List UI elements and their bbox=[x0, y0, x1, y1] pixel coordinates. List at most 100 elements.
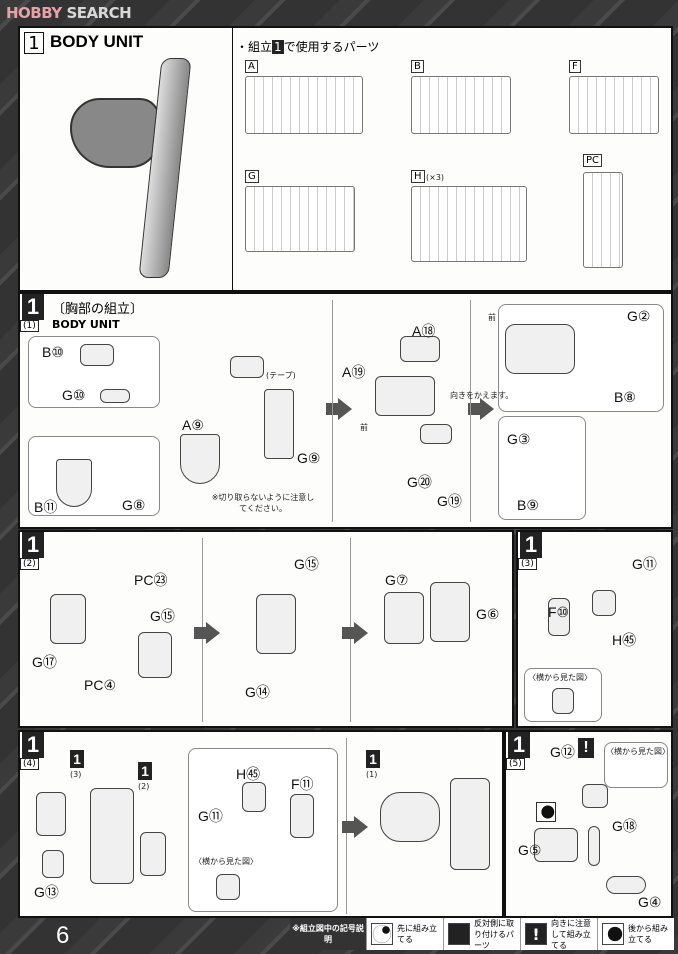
side-view-label: 〈横から見た図〉 bbox=[528, 673, 592, 682]
part-label: F⑩ bbox=[548, 604, 570, 620]
detail-box bbox=[188, 748, 338, 912]
next-arrow-icon bbox=[342, 816, 368, 838]
step-number: 1 bbox=[24, 32, 44, 54]
part-label: G⑪ bbox=[198, 808, 223, 824]
detail-box bbox=[28, 436, 160, 516]
front-label: 前 bbox=[488, 313, 496, 322]
side-view-box bbox=[604, 742, 668, 788]
legend-text: 向きに注意して組み立てる bbox=[551, 918, 591, 950]
part-drawing bbox=[400, 336, 440, 362]
front-label: 前 bbox=[360, 423, 368, 432]
step-1-3-panel: 1 (3) 〈横から見た図〉 G⑪ F⑩ H㊺ bbox=[516, 530, 673, 728]
part-drawing bbox=[450, 778, 490, 870]
legend-text: 後から組み立てる bbox=[628, 924, 668, 944]
part-label: G② bbox=[627, 308, 651, 324]
part-drawing bbox=[548, 598, 570, 636]
step-title: 〔胸部の組立〕 bbox=[52, 302, 144, 317]
part-label: H㊺ bbox=[612, 632, 637, 648]
part-drawing bbox=[242, 782, 266, 812]
legend-item: 反対側に取り付けるパーツ bbox=[443, 918, 520, 950]
part-drawing bbox=[588, 826, 600, 866]
runner-b bbox=[411, 76, 511, 134]
part-drawing bbox=[230, 356, 264, 378]
caution-icon: ! bbox=[525, 923, 547, 945]
part-drawing bbox=[505, 324, 575, 374]
part-label: G⑮ bbox=[150, 608, 175, 624]
next-arrow-icon bbox=[194, 622, 220, 644]
runner-f bbox=[569, 76, 659, 134]
substep-number: (1) bbox=[20, 320, 39, 332]
caution-note: ※切り取らないように注意してください。 bbox=[211, 493, 315, 513]
divider bbox=[332, 300, 333, 522]
part-drawing bbox=[42, 850, 64, 878]
next-arrow-icon bbox=[342, 622, 368, 644]
substep-number: (2) bbox=[20, 558, 39, 570]
substep-number: (4) bbox=[20, 758, 39, 770]
runner-pc bbox=[583, 172, 623, 268]
part-label: G⑨ bbox=[297, 450, 321, 466]
assemble-later-icon bbox=[536, 802, 556, 822]
part-drawing bbox=[380, 792, 440, 842]
legend-item: 後から組み立てる bbox=[597, 918, 674, 950]
step-number: 1 bbox=[22, 532, 44, 558]
ref-substep: (3) bbox=[70, 770, 82, 779]
side-view-label: 〈横から見た図〉 bbox=[606, 747, 670, 756]
step-1-5-panel: 1 (5) ! 〈横から見た図〉 G⑫ G⑱ G⑤ G④ bbox=[504, 730, 673, 918]
part-label: G⑤ bbox=[518, 842, 542, 858]
runner-label-b: B bbox=[411, 60, 424, 73]
part-label: G⑭ bbox=[245, 684, 270, 700]
substep-number: (3) bbox=[518, 558, 537, 570]
part-label: A⑲ bbox=[342, 364, 366, 380]
step-number: 1 bbox=[22, 294, 44, 320]
brand-logo: HOBBY SEARCH bbox=[6, 4, 132, 22]
part-drawing bbox=[290, 794, 314, 838]
opposite-side-icon bbox=[448, 923, 470, 945]
part-label: G④ bbox=[638, 894, 662, 910]
ref-substep: (1) bbox=[366, 770, 378, 779]
next-arrow-icon bbox=[468, 398, 494, 420]
part-drawing bbox=[36, 792, 66, 836]
legend-item: !向きに注意して組み立てる bbox=[520, 918, 597, 950]
runner-label-a: A bbox=[245, 60, 258, 73]
part-drawing bbox=[420, 424, 452, 444]
ref-step-number: 1 bbox=[138, 762, 152, 780]
symbol-legend: ※組立図中の記号説明 先に組み立てる 反対側に取り付けるパーツ !向きに注意して… bbox=[290, 918, 674, 950]
part-label: G⑫ bbox=[550, 744, 575, 760]
next-arrow-icon bbox=[326, 398, 352, 420]
part-label: A⑨ bbox=[182, 417, 204, 433]
part-label: H㊺ bbox=[236, 766, 261, 782]
part-label: G⑩ bbox=[62, 387, 86, 403]
part-label: B⑧ bbox=[614, 389, 636, 405]
detail-box bbox=[498, 416, 586, 520]
wing-illustration bbox=[138, 58, 192, 278]
part-label: G⑱ bbox=[612, 818, 637, 834]
legend-text: 先に組み立てる bbox=[397, 924, 437, 944]
part-label: G⑥ bbox=[476, 606, 500, 622]
part-drawing bbox=[592, 590, 616, 616]
part-drawing bbox=[180, 434, 220, 484]
part-drawing bbox=[534, 828, 578, 862]
runner-label-g: G bbox=[245, 170, 259, 183]
part-drawing bbox=[138, 632, 172, 678]
caution-icon: ! bbox=[578, 738, 594, 758]
runner-h bbox=[411, 186, 527, 262]
step-number: 1 bbox=[508, 732, 530, 758]
part-label: G⑪ bbox=[632, 556, 657, 572]
part-label: G⑮ bbox=[294, 556, 319, 572]
page-number: 6 bbox=[56, 922, 70, 949]
part-label: PC㉓ bbox=[134, 572, 168, 588]
runner-a bbox=[245, 76, 363, 134]
part-label: G⑦ bbox=[385, 572, 409, 588]
runner-g bbox=[245, 186, 355, 252]
part-label: G⑰ bbox=[32, 654, 57, 670]
part-drawing bbox=[606, 876, 646, 894]
runner-label-h: H bbox=[411, 170, 425, 183]
body-unit-illustration bbox=[70, 98, 160, 168]
turn-note: 向きをかえます。 bbox=[450, 391, 514, 400]
runner-label-f: F bbox=[569, 60, 581, 73]
step-subtitle: BODY UNIT bbox=[52, 318, 120, 331]
legend-text: 反対側に取り付けるパーツ bbox=[474, 918, 514, 950]
substep-number: (5) bbox=[506, 758, 525, 770]
part-drawing bbox=[100, 389, 130, 403]
